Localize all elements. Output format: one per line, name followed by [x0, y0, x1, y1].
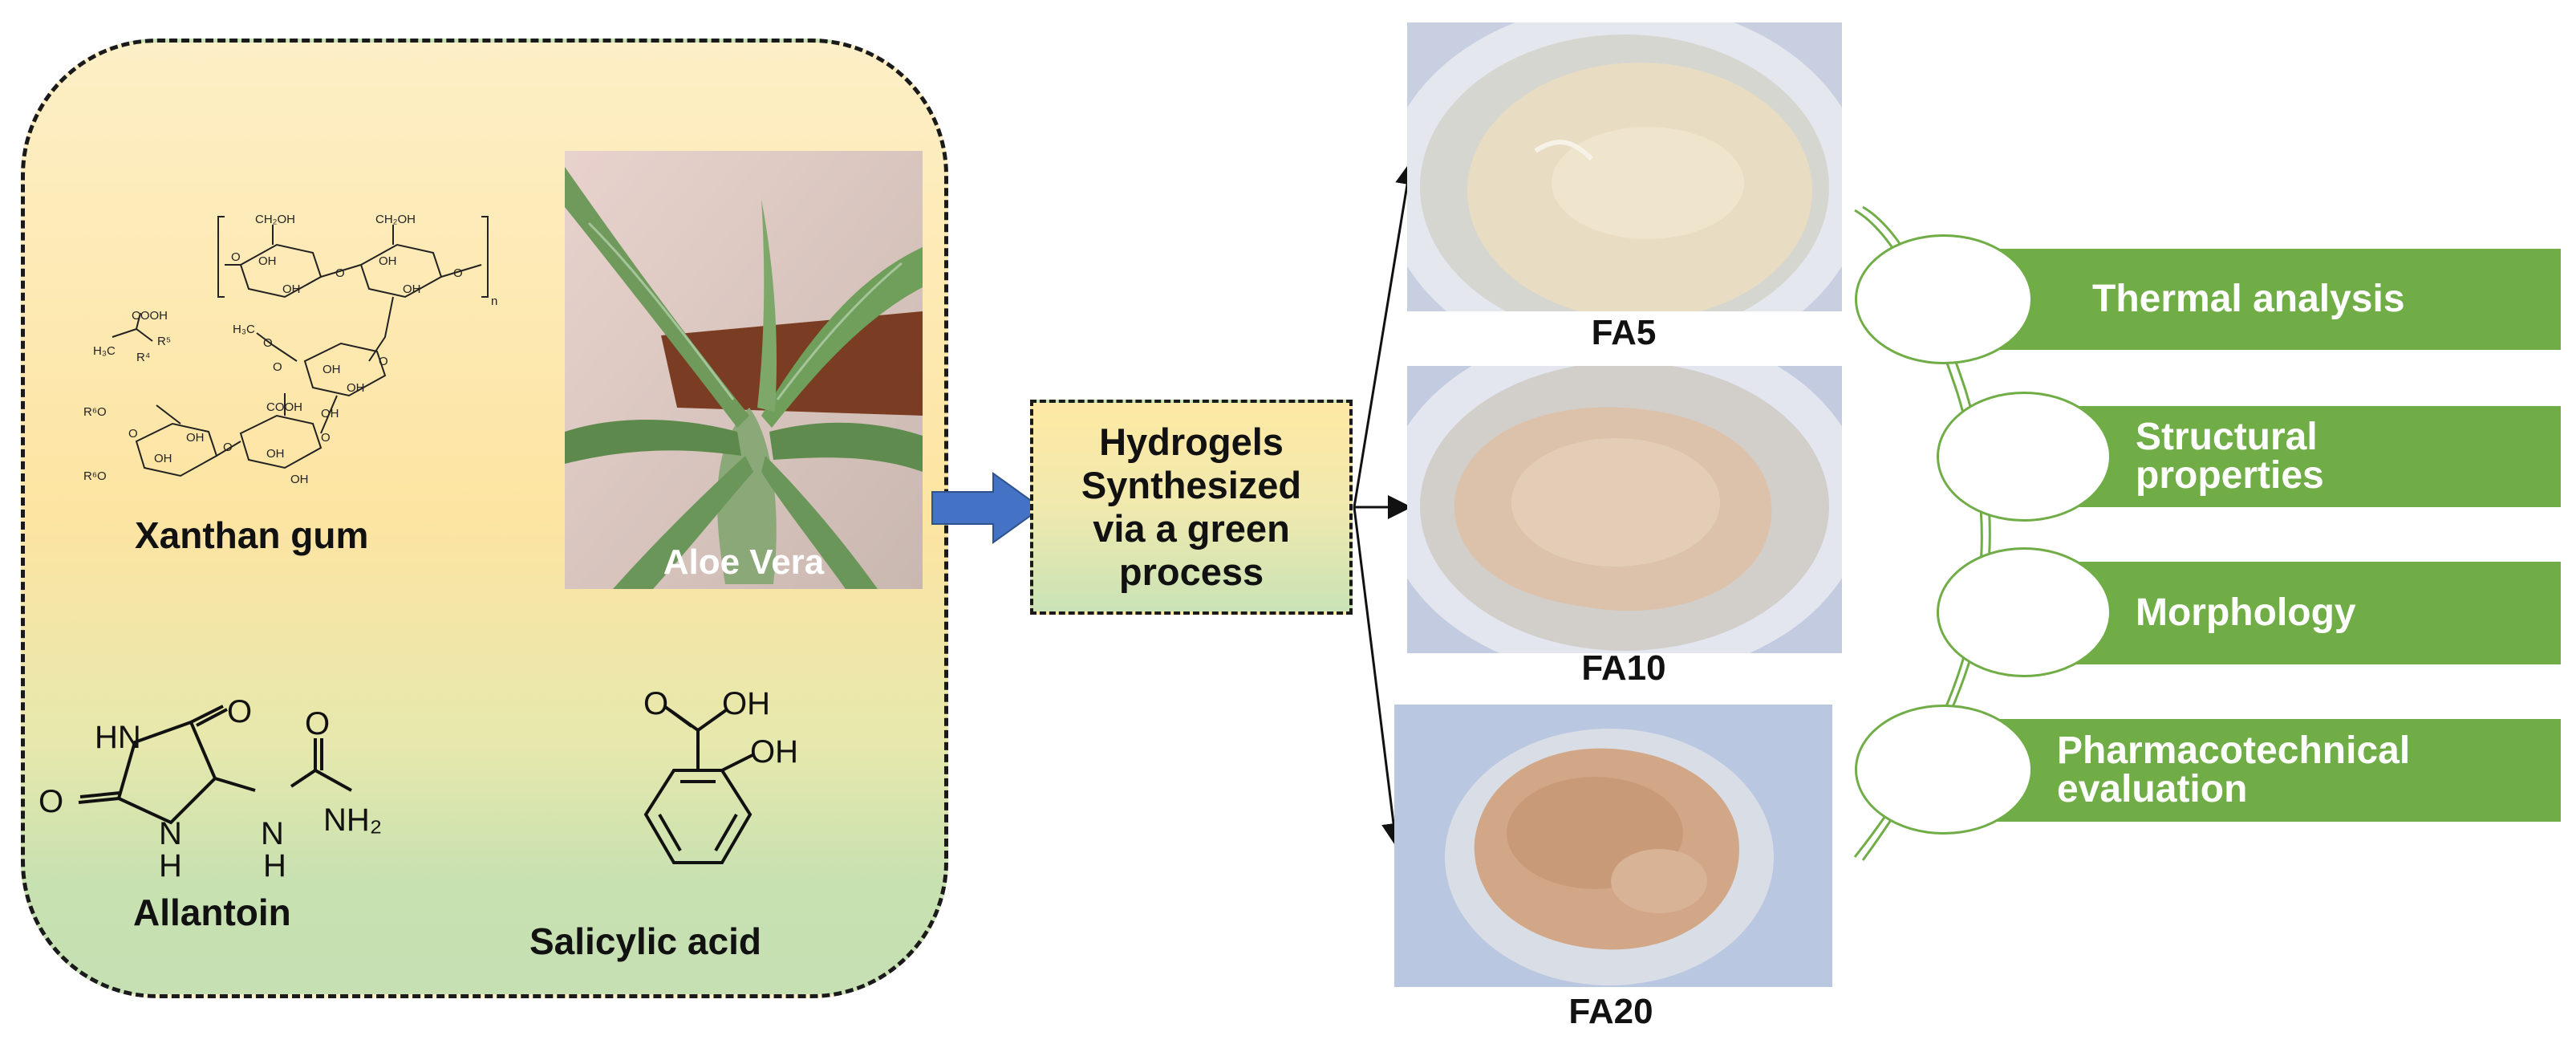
xg-group-29: O	[128, 427, 138, 441]
allantoin-atom-o1: O	[227, 694, 252, 729]
xg-group-31: OH	[290, 473, 309, 486]
fa5-label: FA5	[1591, 313, 1657, 352]
aloe-vera-label: Aloe Vera	[663, 542, 825, 582]
aloe-vera-photo	[565, 151, 923, 589]
xg-group-1: CH₂OH	[255, 213, 295, 226]
xg-group-16: O	[263, 336, 273, 350]
allantoin-atom-nh2: NH₂	[323, 802, 382, 838]
xg-group-14: R⁴	[136, 351, 150, 364]
xg-group-4: OH	[282, 282, 301, 296]
fa10-label: FA10	[1581, 648, 1666, 688]
xg-group-24: R⁶O	[83, 469, 107, 483]
analysis-label-pharmaco-2: evaluation	[2057, 768, 2248, 810]
process-arrow	[931, 472, 1043, 544]
salicylic-atom-oh2: OH	[750, 734, 798, 770]
branch-arrow-fa5	[1353, 160, 1419, 508]
xg-group-25: OH	[154, 452, 172, 465]
allantoin-atom-o3: O	[305, 706, 330, 741]
analysis-label-thermal: Thermal analysis	[2092, 278, 2405, 320]
allantoin-atom-n: N	[159, 816, 182, 851]
allantoin-structure: HN O O N H H N O NH₂	[39, 694, 382, 883]
xg-group-10: n	[491, 294, 497, 308]
fa20-photo	[1394, 705, 1832, 987]
xg-group-3: OH	[258, 254, 277, 268]
fa5-photo	[1407, 22, 1842, 311]
analysis-item-thermal: Thermal analysis	[1988, 249, 2561, 350]
salicylic-atom-o: O	[643, 686, 668, 721]
analysis-label-structural-2: properties	[2136, 454, 2324, 497]
xg-group-2: CH₂OH	[375, 213, 416, 226]
analysis-circle-pharmacotechnical	[1855, 705, 2033, 835]
process-box: Hydrogels Synthesized via a green proces…	[1030, 400, 1353, 615]
xg-group-11: COOH	[132, 309, 168, 323]
xg-group-12: H₃C	[93, 344, 116, 358]
xg-group-26: OH	[186, 431, 205, 445]
xg-group-9: O	[453, 266, 463, 280]
xg-group-7: O	[231, 250, 241, 264]
analysis-label-structural-1: Structural	[2136, 416, 2318, 458]
analysis-circle-morphology	[1937, 547, 2112, 677]
xg-group-30: O	[321, 431, 331, 445]
analysis-label-pharmaco-1: Pharmacotechnical	[2057, 729, 2411, 772]
fa10-photo	[1407, 366, 1842, 653]
xg-group-15: H₃C	[233, 323, 255, 336]
xg-group-22: OH	[321, 407, 339, 420]
fa20-label: FA20	[1568, 992, 1653, 1031]
analysis-label-morphology: Morphology	[2136, 591, 2356, 634]
xg-group-6: OH	[403, 282, 421, 296]
allantoin-atom-n2: N	[261, 816, 284, 851]
xg-group-19: OH	[347, 381, 365, 395]
process-line-2: Synthesized	[1081, 464, 1302, 506]
analysis-item-morphology: Morphology	[2068, 562, 2561, 664]
allantoin-atom-o2: O	[39, 784, 63, 819]
process-line-1: Hydrogels	[1099, 420, 1284, 463]
xg-group-13: R⁵	[157, 335, 171, 348]
xg-group-28: O	[223, 441, 233, 454]
analysis-circle-structural	[1937, 392, 2112, 522]
salicylic-atom-oh1: OH	[722, 686, 770, 721]
salicylic-acid-structure: O OH OH	[643, 686, 798, 864]
xanthan-gum-label: Xanthan gum	[135, 514, 369, 556]
branch-arrow-fa20	[1353, 506, 1406, 847]
xg-group-20: O	[379, 355, 388, 368]
xg-group-8: O	[335, 266, 345, 280]
salicylic-acid-label: Salicylic acid	[529, 920, 761, 962]
xg-group-5: OH	[379, 254, 397, 268]
allantoin-label: Allantoin	[133, 892, 291, 933]
allantoin-atom-hn: HN	[95, 720, 141, 755]
analysis-circle-thermal	[1855, 234, 2033, 364]
xg-group-17: O	[273, 360, 282, 374]
xg-group-18: OH	[323, 363, 341, 376]
allantoin-atom-h1: H	[159, 848, 182, 883]
process-line-4: process	[1118, 550, 1264, 593]
branch-arrows	[1353, 160, 1419, 847]
xg-group-23: R⁶O	[83, 405, 107, 419]
xanthan-gum-structure: CH₂OH CH₂OH OH OH OH OH O O O n COOH H₃C…	[83, 213, 497, 486]
xg-group-21: COOH	[266, 400, 302, 414]
allantoin-atom-h2: H	[263, 848, 286, 883]
xg-group-27: OH	[266, 447, 285, 461]
process-line-3: via a green	[1093, 507, 1290, 550]
